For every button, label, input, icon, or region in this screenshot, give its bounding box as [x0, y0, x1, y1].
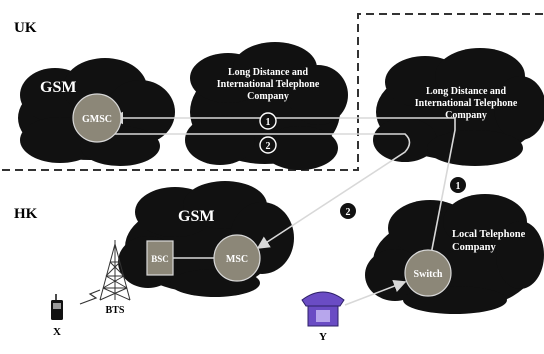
uk-step-2-marker [259, 136, 277, 154]
gmsc-node [72, 93, 122, 143]
hk-step-2-marker [340, 203, 356, 219]
uk-ld-company-cloud [185, 42, 348, 170]
local-company-line2: Company [452, 242, 497, 253]
hk-step-1-label: 1 [456, 181, 461, 192]
region-label-uk: UK [14, 20, 37, 36]
mobile-label: X [53, 326, 61, 338]
bsc-node [146, 240, 174, 276]
bts-label: BTS [106, 305, 125, 316]
uk-boundary [2, 13, 544, 171]
uk-step-1-label: 1 [266, 117, 271, 128]
switch-node [404, 249, 452, 297]
uk-step-1-marker [259, 112, 277, 130]
bsc-label: BSC [151, 254, 169, 264]
desk-phone-icon [301, 291, 345, 327]
switch-label: Switch [414, 269, 443, 280]
mobile-phone-icon [51, 294, 63, 320]
hk-ld-company-cloud [373, 48, 544, 166]
bts-tower-icon [99, 240, 131, 301]
hk-step-2-label: 2 [346, 207, 351, 218]
local-company-cloud [365, 194, 544, 314]
hk-ld-company-line3: Company [445, 110, 487, 121]
hk-gsm-cloud [118, 181, 294, 297]
msc-node [213, 234, 261, 282]
uk-gsm-label: GSM [40, 79, 76, 96]
uk-ld-company-line1: Long Distance and [228, 67, 308, 78]
connection-lines [79, 111, 456, 306]
uk-ld-company-line3: Company [247, 91, 289, 102]
phone-label: Y [319, 331, 327, 343]
hk-step-1-marker [450, 177, 466, 193]
uk-step-2-label: 2 [266, 141, 271, 152]
local-company-line1: Local Telephone [452, 229, 526, 240]
hk-ld-company-line1: Long Distance and [426, 86, 506, 97]
hk-gsm-label: GSM [178, 208, 214, 225]
region-label-hk: HK [14, 206, 38, 222]
hk-ld-company-line2: International Telephone [415, 98, 518, 109]
msc-label: MSC [226, 254, 248, 265]
gmsc-label: GMSC [82, 114, 112, 125]
uk-ld-company-line2: International Telephone [217, 79, 320, 90]
